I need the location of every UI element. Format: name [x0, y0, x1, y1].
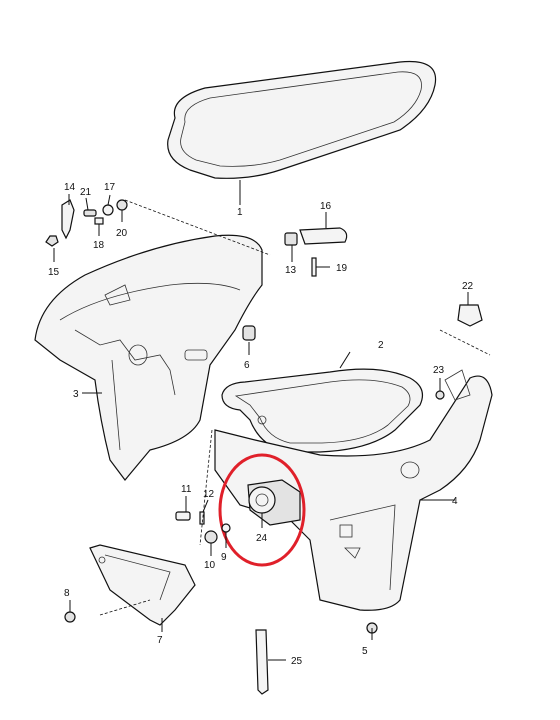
callout-22: 22 [462, 281, 474, 292]
callout-4: 4 [452, 496, 458, 507]
callout-24: 24 [256, 533, 268, 544]
callout-16: 16 [320, 201, 332, 212]
part-7-panel [89, 544, 196, 626]
callout-6: 6 [244, 360, 250, 371]
callout-2: 2 [378, 340, 384, 351]
highlight-circle [218, 453, 306, 567]
part-6-bushing [242, 325, 256, 341]
callout-8: 8 [64, 588, 70, 599]
leader-lines [53, 180, 491, 661]
callout-14: 14 [64, 182, 76, 193]
callout-11: 11 [181, 484, 192, 495]
callout-23: 23 [433, 365, 445, 376]
part-1-seal [167, 60, 437, 179]
callout-9: 9 [221, 552, 227, 563]
callout-25: 25 [291, 656, 303, 667]
callout-17: 17 [104, 182, 116, 193]
callout-5: 5 [362, 646, 368, 657]
part-4-lower-cover [214, 369, 493, 611]
callout-1: 1 [237, 207, 243, 218]
callout-12: 12 [203, 489, 215, 500]
callout-18: 18 [93, 240, 105, 251]
part-2-frame [221, 368, 423, 453]
callout-10: 10 [204, 560, 216, 571]
callout-7: 7 [157, 635, 163, 646]
callout-13: 13 [285, 265, 297, 276]
part-24-grommet [218, 453, 306, 567]
callout-20: 20 [116, 228, 128, 239]
small-parts [45, 199, 483, 695]
callout-19: 19 [336, 263, 348, 274]
callout-21: 21 [80, 187, 92, 198]
part-3-upper-cover [34, 234, 263, 481]
callout-15: 15 [48, 267, 60, 278]
callout-3: 3 [73, 389, 79, 400]
callout-labels: 1 2 3 4 5 6 7 8 9 10 11 12 13 14 15 16 1… [48, 182, 474, 667]
